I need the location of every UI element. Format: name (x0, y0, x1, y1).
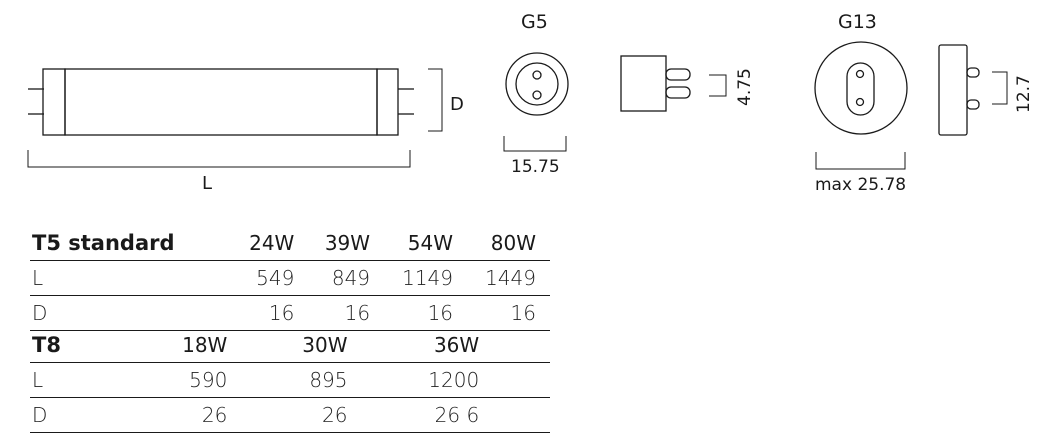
table-cell: 590 (121, 362, 242, 398)
t5-col-80w: 80W (467, 226, 550, 261)
t5-col-54w: 54W (384, 226, 468, 261)
technical-drawing: D L G5 15.75 4.75 G13 max 25.78 12.7 (27, 11, 1034, 195)
row-label: D (30, 397, 122, 433)
t8-col-18w: 18W (121, 328, 242, 363)
table-cell: 16 (384, 295, 468, 331)
empty-cell (521, 397, 550, 433)
row-label: L (30, 362, 122, 398)
g5-diameter-label: 15.75 (511, 157, 560, 177)
g5-pin-spacing-label: 4.75 (735, 68, 755, 106)
t5-col-39w: 39W (308, 226, 385, 261)
t5-spec-table: T5 standard 24W 39W 54W 80W L 549 849 11… (30, 226, 550, 331)
g5-socket: G5 15.75 (503, 11, 569, 177)
row-label: D (30, 295, 233, 331)
table-cell: 1449 (467, 260, 550, 296)
g13-pin-spacing-label: 12.7 (1014, 75, 1034, 113)
table-cell: 26 (121, 397, 242, 433)
table-cell: 1149 (384, 260, 468, 296)
empty-cell (493, 397, 522, 433)
t8-header-row: T8 18W 30W 36W (30, 328, 550, 363)
t5-header-row: T5 standard 24W 39W 54W 80W (30, 226, 550, 261)
g13-side-view: 12.7 (938, 44, 1034, 136)
table-cell: 26 6 (361, 397, 494, 433)
g13-diameter-label: max 25.78 (815, 175, 906, 195)
empty-cell (521, 328, 550, 363)
empty-cell (521, 362, 550, 398)
diameter-label: D (450, 94, 464, 115)
empty-cell (493, 362, 522, 398)
diameter-dimension: D (428, 68, 464, 132)
table-row: L 549 849 1149 1449 (30, 260, 550, 296)
t5-col-24w: 24W (232, 226, 309, 261)
table-cell: 16 (467, 295, 550, 331)
table-cell: 895 (241, 362, 362, 398)
tube-side-view (28, 68, 414, 136)
t8-col-30w: 30W (241, 328, 362, 363)
table-row: D 16 16 16 16 (30, 295, 550, 331)
table-cell: 16 (232, 295, 309, 331)
t8-spec-table: T8 18W 30W 36W L 590 895 1200 D 26 26 26… (30, 328, 550, 433)
g5-side-view: 4.75 (620, 55, 755, 112)
g13-socket: G13 max 25.78 (814, 11, 908, 195)
table-cell: 26 (241, 397, 362, 433)
table-row: D 26 26 26 6 (30, 397, 550, 433)
t8-col-36w: 36W (361, 328, 494, 363)
table-cell: 549 (232, 260, 309, 296)
table-cell: 16 (308, 295, 385, 331)
empty-cell (493, 328, 522, 363)
table-cell: 1200 (361, 362, 494, 398)
length-label: L (202, 173, 212, 194)
t8-title: T8 (30, 328, 122, 363)
g5-title: G5 (521, 11, 548, 33)
table-cell: 849 (308, 260, 385, 296)
t5-title: T5 standard (30, 226, 233, 261)
g13-title: G13 (838, 11, 877, 33)
table-row: L 590 895 1200 (30, 362, 550, 398)
row-label: L (30, 260, 233, 296)
length-dimension: L (27, 150, 411, 194)
